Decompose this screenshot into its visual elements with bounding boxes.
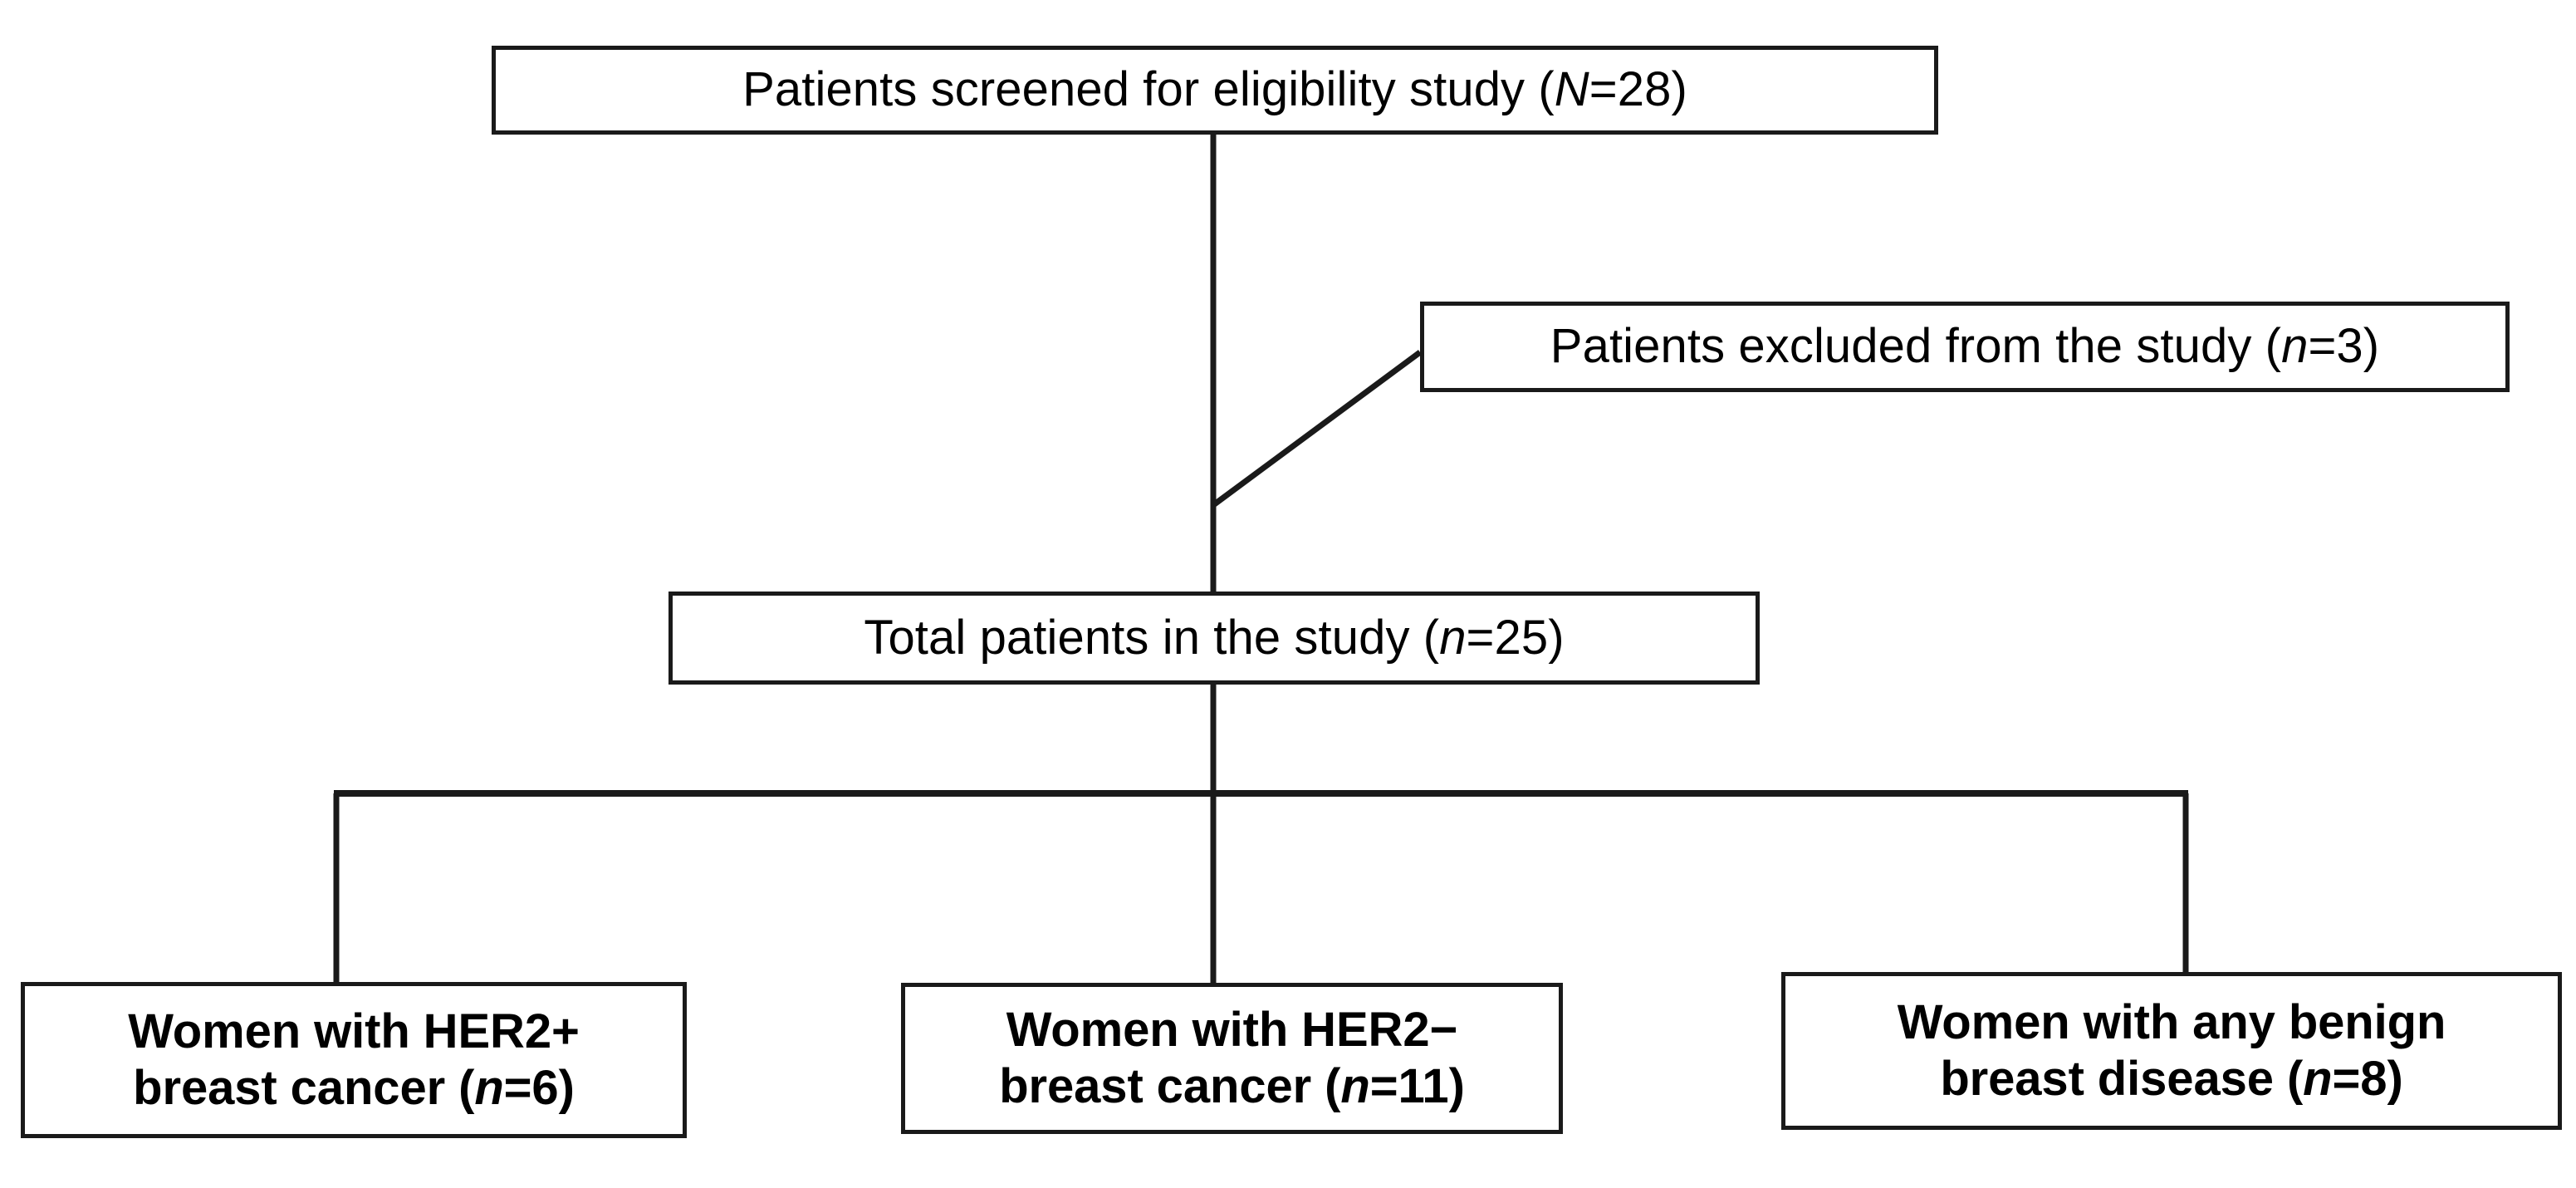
node-patients-excluded-label: Patients excluded from the study (n=3) (1550, 319, 2380, 374)
connector-screened-to-excluded (1211, 350, 1423, 508)
symbol-n: n (2303, 1052, 2333, 1106)
node-patients-screened: Patients screened for eligibility study … (492, 46, 1938, 135)
symbol-n: n (1439, 610, 1467, 665)
node-patients-excluded: Patients excluded from the study (n=3) (1420, 302, 2510, 392)
node-patients-screened-label: Patients screened for eligibility study … (742, 62, 1687, 117)
symbol-n: n (2281, 319, 2309, 374)
node-her2-positive: Women with HER2+breast cancer (n=6) (21, 982, 687, 1138)
node-her2-negative-label: Women with HER2−breast cancer (n=11) (999, 1002, 1465, 1113)
node-her2-positive-label: Women with HER2+breast cancer (n=6) (128, 1004, 580, 1115)
symbol-N: N (1554, 62, 1589, 117)
symbol-n: n (474, 1061, 504, 1115)
node-her2-negative: Women with HER2−breast cancer (n=11) (901, 983, 1563, 1134)
symbol-n: n (1340, 1059, 1370, 1113)
node-total-patients-label: Total patients in the study (n=25) (864, 610, 1565, 665)
node-total-patients: Total patients in the study (n=25) (668, 592, 1760, 685)
